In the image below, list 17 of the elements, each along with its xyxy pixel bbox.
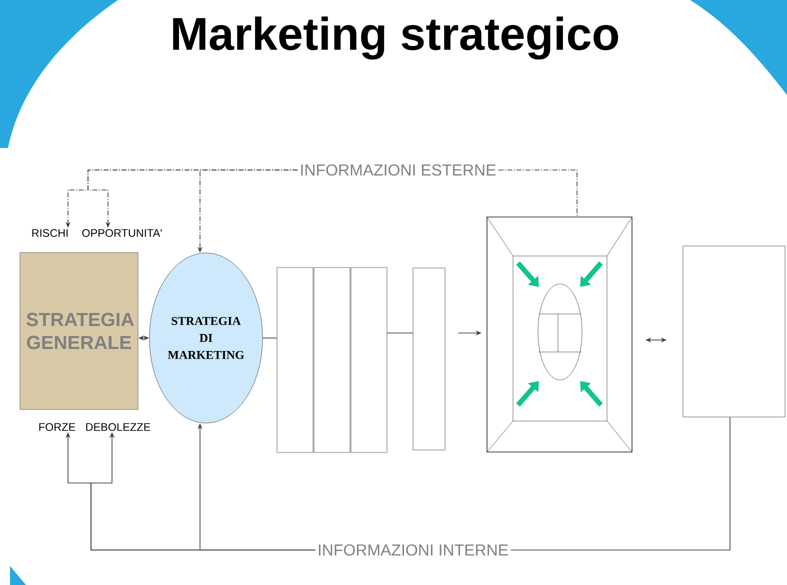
column-box (350, 267, 388, 453)
connector-line (510, 416, 730, 550)
factor-label: FORZE (39, 423, 76, 431)
column-box (412, 268, 446, 450)
empty-box (682, 246, 786, 418)
factor-label: DEBOLEZZE (86, 423, 150, 431)
factor-label: RISCHI (32, 229, 68, 237)
section-heading: INFORMAZIONI ESTERNE (301, 164, 496, 176)
title: Marketing strategico (173, 16, 618, 60)
column-box (314, 267, 350, 453)
connector-line (386, 332, 414, 334)
column-box (276, 267, 314, 453)
section-heading: INFORMAZIONI INTERNE (318, 544, 508, 556)
frame-drawing (486, 216, 632, 452)
factor-label: OPPORTUNITA' (82, 229, 162, 237)
strategy-box: STRATEGIA GENERALE (20, 252, 138, 410)
dashed-connector (498, 170, 578, 217)
